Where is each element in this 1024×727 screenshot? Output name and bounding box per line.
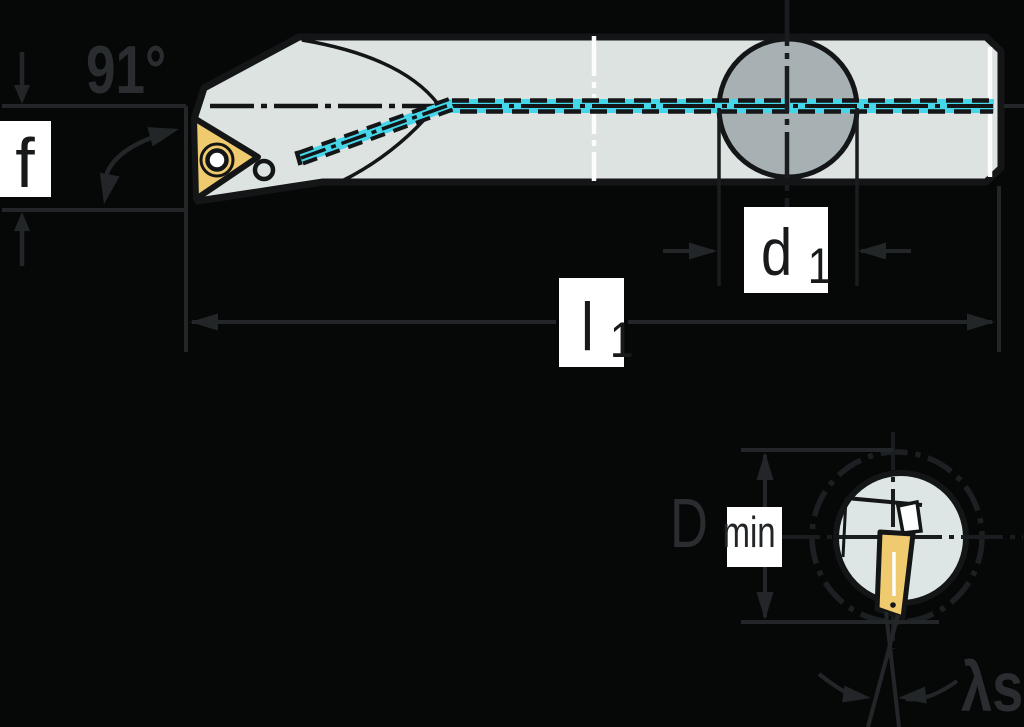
- d1-arrowhead-right: [858, 242, 886, 260]
- cross-section-view: [741, 432, 1023, 727]
- d1-label-sub: 1: [808, 238, 832, 294]
- l1-arrowhead-left: [190, 313, 218, 331]
- f-label-box: [0, 121, 51, 197]
- coolant-duct-edge-lower: [302, 107, 454, 166]
- insert-screw-outer-ring: [199, 142, 235, 178]
- pocket-side-line: [841, 497, 848, 558]
- lambda-arrowhead-right: [898, 686, 927, 704]
- lambda-line-inclined: [866, 614, 900, 727]
- f-arrow-up-head: [14, 212, 30, 231]
- side-view: [191, 0, 1024, 286]
- l1-label: l 1: [581, 290, 634, 368]
- d1-label: d 1: [761, 216, 831, 294]
- labels: 91° f l 1 d 1 D min λs: [0, 32, 1023, 726]
- insert-corner-notch: [252, 158, 276, 182]
- insert-clearance-section: [895, 499, 923, 535]
- dmin-label-sub: min: [723, 509, 776, 558]
- insert-screw-bore: [205, 148, 229, 172]
- f-label: f: [15, 124, 35, 202]
- lead-angle-label: 91°: [86, 32, 166, 108]
- d1-label-box: [744, 207, 828, 293]
- lead-angle-arrowhead-upper: [147, 127, 179, 147]
- shank-body: [191, 33, 1005, 205]
- lambda-label: λs: [961, 649, 1023, 726]
- coolant-duct-centerline: [300, 102, 453, 160]
- l1-label-box: [559, 278, 624, 367]
- dmin-arrowhead-up: [756, 452, 774, 480]
- l1-label-sub: 1: [610, 312, 634, 368]
- dmin-arrowhead-down: [756, 592, 774, 620]
- l1-label-main: l: [581, 290, 594, 365]
- dmin-label-box: [727, 507, 782, 567]
- lambda-arrowhead-left: [842, 685, 871, 703]
- l1-arrowhead-right: [967, 313, 995, 331]
- lambda-line-vertical: [884, 611, 901, 727]
- f-arrow-down-head: [14, 85, 30, 104]
- coolant-duct-cap: [294, 150, 303, 166]
- d1-arrowhead-left: [689, 242, 717, 260]
- coolant-duct-edge-upper: [298, 97, 450, 155]
- insert-centerline-dot: [890, 602, 896, 608]
- d1-label-main: d: [761, 216, 792, 289]
- lead-angle-arrowhead-lower: [99, 172, 120, 204]
- dmin-label: D min: [670, 485, 776, 563]
- dmin-label-main: D: [670, 485, 708, 563]
- side-view-dimensions: [2, 52, 1001, 352]
